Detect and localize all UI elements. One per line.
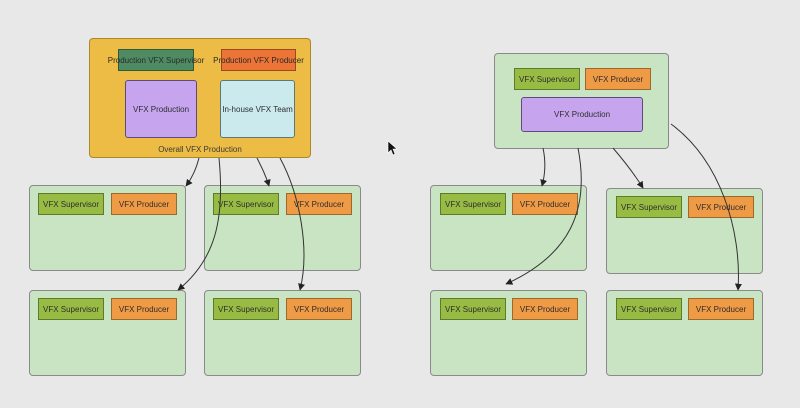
mouse-pointer-icon bbox=[387, 140, 398, 156]
right-parent-group[interactable]: VFX Supervisor VFX Producer VFX Producti… bbox=[494, 53, 669, 149]
vfx-supervisor-label: VFX Supervisor bbox=[444, 199, 502, 209]
overall-vfx-production-caption: Overall VFX Production bbox=[158, 145, 242, 154]
vfx-supervisor-label: VFX Supervisor bbox=[42, 304, 100, 314]
vfx-supervisor-label: VFX Supervisor bbox=[217, 199, 275, 209]
inhouse-vfx-team-label: In-house VFX Team bbox=[222, 104, 293, 114]
vfx-supervisor-box[interactable]: VFX Supervisor bbox=[616, 196, 682, 218]
arrow-left-to-child-2 bbox=[256, 157, 271, 187]
vfx-supervisor-box[interactable]: VFX Supervisor bbox=[38, 193, 104, 215]
production-vfx-producer-box[interactable]: Production VFX Producer bbox=[213, 49, 304, 71]
vfx-supervisor-box[interactable]: VFX Supervisor bbox=[440, 193, 506, 215]
vfx-production-label: VFX Production bbox=[553, 110, 611, 119]
inhouse-vfx-team-box[interactable]: In-house VFX Team bbox=[220, 80, 295, 138]
vfx-producer-box[interactable]: VFX Producer bbox=[688, 298, 754, 320]
production-vfx-producer-label: Production VFX Producer bbox=[213, 55, 304, 65]
vfx-producer-box[interactable]: VFX Producer bbox=[585, 68, 651, 90]
vfx-producer-label: VFX Producer bbox=[118, 199, 170, 209]
arrow-right-to-child-2 bbox=[612, 147, 644, 189]
right-child-group-2[interactable]: VFX Supervisor VFX Producer bbox=[606, 188, 763, 274]
vfx-supervisor-label: VFX Supervisor bbox=[518, 74, 576, 84]
left-child-group-1[interactable]: VFX Supervisor VFX Producer bbox=[29, 185, 186, 271]
vfx-producer-label: VFX Producer bbox=[519, 304, 571, 314]
vfx-supervisor-label: VFX Supervisor bbox=[620, 202, 678, 212]
left-child-group-3[interactable]: VFX Supervisor VFX Producer bbox=[29, 290, 186, 376]
arrow-left-to-child-1 bbox=[185, 157, 200, 187]
left-child-group-2[interactable]: VFX Supervisor VFX Producer bbox=[204, 185, 361, 271]
overall-vfx-production-group[interactable]: Production VFX Supervisor Production VFX… bbox=[89, 38, 311, 158]
vfx-producer-label: VFX Producer bbox=[293, 199, 345, 209]
vfx-supervisor-label: VFX Supervisor bbox=[620, 304, 678, 314]
vfx-supervisor-box[interactable]: VFX Supervisor bbox=[213, 298, 279, 320]
vfx-producer-label: VFX Producer bbox=[695, 202, 747, 212]
vfx-producer-label: VFX Producer bbox=[592, 74, 644, 84]
vfx-supervisor-label: VFX Supervisor bbox=[444, 304, 502, 314]
vfx-producer-box[interactable]: VFX Producer bbox=[111, 298, 177, 320]
vfx-production-label: VFX Production bbox=[132, 104, 190, 114]
vfx-producer-box[interactable]: VFX Producer bbox=[512, 298, 578, 320]
vfx-supervisor-box[interactable]: VFX Supervisor bbox=[213, 193, 279, 215]
vfx-supervisor-label: VFX Supervisor bbox=[217, 304, 275, 314]
vfx-supervisor-box[interactable]: VFX Supervisor bbox=[440, 298, 506, 320]
vfx-production-box[interactable]: VFX Production bbox=[521, 97, 643, 132]
left-child-group-4[interactable]: VFX Supervisor VFX Producer bbox=[204, 290, 361, 376]
vfx-supervisor-label: VFX Supervisor bbox=[42, 199, 100, 209]
vfx-producer-box[interactable]: VFX Producer bbox=[111, 193, 177, 215]
vfx-supervisor-box[interactable]: VFX Supervisor bbox=[616, 298, 682, 320]
vfx-producer-box[interactable]: VFX Producer bbox=[286, 193, 352, 215]
vfx-supervisor-box[interactable]: VFX Supervisor bbox=[38, 298, 104, 320]
vfx-producer-label: VFX Producer bbox=[519, 199, 571, 209]
vfx-producer-box[interactable]: VFX Producer bbox=[512, 193, 578, 215]
vfx-supervisor-box[interactable]: VFX Supervisor bbox=[514, 68, 580, 90]
arrow-right-to-child-1 bbox=[540, 147, 548, 187]
vfx-producer-box[interactable]: VFX Producer bbox=[286, 298, 352, 320]
vfx-producer-label: VFX Producer bbox=[293, 304, 345, 314]
vfx-producer-label: VFX Producer bbox=[695, 304, 747, 314]
production-vfx-supervisor-label: Production VFX Supervisor bbox=[107, 55, 205, 65]
production-vfx-supervisor-box[interactable]: Production VFX Supervisor bbox=[108, 49, 204, 71]
vfx-producer-label: VFX Producer bbox=[118, 304, 170, 314]
right-child-group-4[interactable]: VFX Supervisor VFX Producer bbox=[606, 290, 763, 376]
right-child-group-1[interactable]: VFX Supervisor VFX Producer bbox=[430, 185, 587, 271]
right-child-group-3[interactable]: VFX Supervisor VFX Producer bbox=[430, 290, 587, 376]
vfx-producer-box[interactable]: VFX Producer bbox=[688, 196, 754, 218]
vfx-production-box[interactable]: VFX Production bbox=[125, 80, 197, 138]
